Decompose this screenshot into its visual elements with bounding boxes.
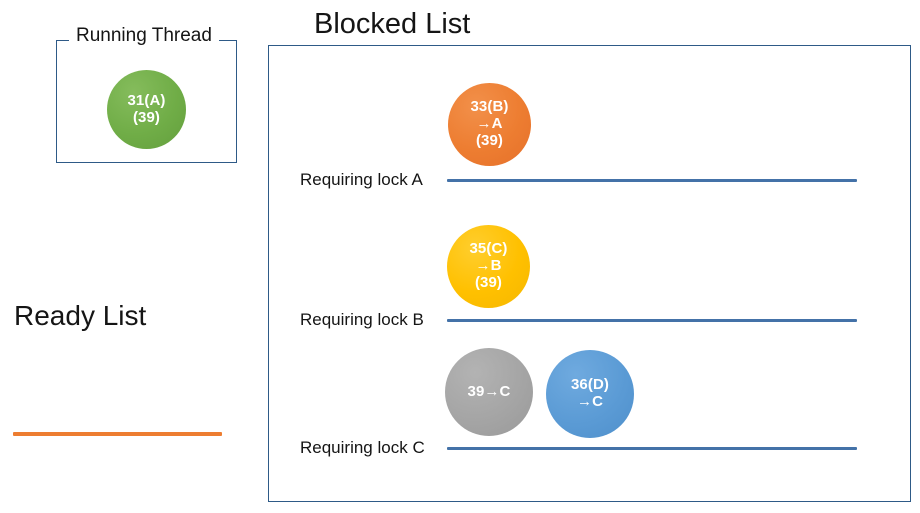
thread-node-31-line2: (39) [132, 108, 161, 126]
lock-c-queue-line [447, 447, 857, 450]
thread-node-33[interactable]: 33(B) →A (39) [448, 83, 531, 166]
thread-node-31[interactable]: 31(A) (39) [107, 70, 186, 149]
ready-list-title: Ready List [14, 300, 147, 331]
lock-b-queue-line [447, 319, 857, 322]
thread-node-35[interactable]: 35(C) →B (39) [447, 225, 530, 308]
thread-node-36-line2: →C [576, 393, 604, 410]
lock-a-label: Requiring lock A [300, 170, 423, 189]
thread-node-33-line1: 33(B) [470, 98, 509, 116]
thread-node-36-line1: 36(D) [570, 376, 609, 394]
lock-a-queue-line [447, 179, 857, 182]
ready-list-queue-line [13, 432, 222, 436]
thread-node-39[interactable]: 39→C [445, 348, 533, 436]
thread-node-35-line2: →B [475, 257, 502, 275]
thread-node-33-line3: (39) [475, 131, 504, 149]
blocked-list-title: Blocked List [306, 10, 479, 39]
blocked-list-group [268, 45, 911, 502]
running-thread-title: Running Thread [69, 26, 219, 45]
thread-node-35-line1: 35(C) [469, 240, 508, 258]
thread-node-31-line1: 31(A) [127, 91, 166, 109]
thread-node-33-line2: →A [476, 115, 503, 133]
lock-b-label: Requiring lock B [300, 310, 424, 329]
thread-node-39-line1: 39→C [467, 382, 511, 400]
thread-node-36[interactable]: 36(D) →C [546, 350, 634, 438]
lock-c-label: Requiring lock C [300, 438, 425, 457]
thread-node-35-line3: (39) [474, 273, 503, 291]
